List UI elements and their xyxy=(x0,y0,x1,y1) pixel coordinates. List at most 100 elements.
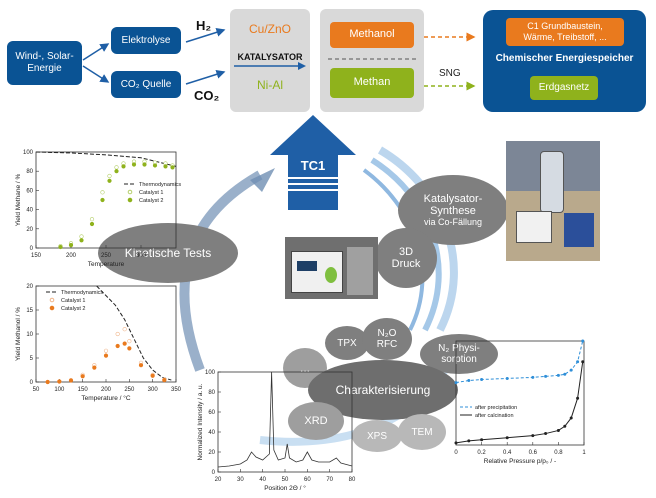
wind-solar-box: Wind-, Solar- Energie xyxy=(7,41,82,85)
legend-swatch xyxy=(49,297,55,303)
data-point xyxy=(89,217,95,222)
x-tick-label: 0.6 xyxy=(529,450,538,456)
katalysator-arrow xyxy=(234,62,306,70)
data-point xyxy=(170,165,175,170)
data-point xyxy=(163,164,168,169)
data-point xyxy=(79,238,84,243)
data-point xyxy=(114,169,119,174)
kinetische-tests-ellipse: Kinetische Tests xyxy=(98,223,238,283)
data-point xyxy=(80,374,85,379)
data-point xyxy=(581,339,585,343)
legend-label: Catalyst 2 xyxy=(61,306,85,312)
data-point xyxy=(569,416,573,420)
y-tick-label: 5 xyxy=(30,356,34,362)
x-tick-label: 200 xyxy=(101,387,112,393)
top-arrows xyxy=(82,27,476,91)
data-point xyxy=(89,221,95,227)
legend-label: Catalyst 2 xyxy=(139,198,163,204)
data-point xyxy=(107,173,112,179)
methan-box: Methan xyxy=(330,68,414,98)
tc1-arrow xyxy=(270,115,356,210)
data-point xyxy=(127,346,132,351)
data-point xyxy=(505,376,509,380)
legend-swatch xyxy=(127,189,133,195)
printer-panel xyxy=(297,261,317,271)
y-tick-label: 80 xyxy=(208,390,215,396)
series-line xyxy=(96,285,172,381)
synthese-line3: via Co-Fällung xyxy=(423,217,483,227)
data-point xyxy=(142,162,147,167)
erdgasnetz-box: Erdgasnetz xyxy=(530,76,598,100)
x-tick-label: 50 xyxy=(282,477,289,483)
x-tick-label: 250 xyxy=(101,253,112,259)
x-tick-label: 0 xyxy=(454,450,458,456)
x-tick-label: 0.2 xyxy=(477,450,486,456)
y-axis-label: Normalized Intensity / a. u. xyxy=(197,383,204,460)
x-axis-label: Position 2Θ / ° xyxy=(264,484,306,492)
elektrolyse-box: Elektrolyse xyxy=(111,27,181,54)
data-point xyxy=(556,428,560,432)
data-point xyxy=(58,244,63,250)
tem-ellipse: TEM xyxy=(398,414,446,450)
data-point xyxy=(138,363,144,368)
x-tick-label: 20 xyxy=(215,477,222,483)
lab-pump xyxy=(564,213,594,247)
x-tick-label: 300 xyxy=(136,253,147,259)
x-tick-label: 60 xyxy=(304,477,311,483)
legend-label: Catalyst 1 xyxy=(139,190,163,196)
legend-swatch xyxy=(49,305,55,311)
sng-label: SNG xyxy=(439,68,461,79)
tpx-ellipse: TPX xyxy=(325,326,369,360)
y-tick-label: 100 xyxy=(23,150,34,156)
methanol-box: Methanol xyxy=(330,22,414,48)
y-tick-label: 20 xyxy=(26,284,33,290)
data-point xyxy=(531,434,535,438)
legend-label: Catalyst 1 xyxy=(61,298,85,304)
plot-frame xyxy=(455,340,585,446)
x-axis-label: Temperature / °C xyxy=(81,394,131,402)
data-point xyxy=(563,372,567,376)
y-tick-label: 0 xyxy=(30,246,34,252)
synthese-line2: Synthese xyxy=(430,205,476,217)
data-point xyxy=(79,234,84,239)
data-point xyxy=(150,373,155,378)
data-point xyxy=(92,365,97,370)
data-point xyxy=(100,190,105,195)
data-point xyxy=(114,165,119,170)
data-point xyxy=(531,375,535,379)
legend-label: Thermodynamics xyxy=(139,182,181,188)
x-tick-label: 150 xyxy=(78,387,89,393)
series-line xyxy=(217,371,353,468)
y-tick-label: 0 xyxy=(212,470,216,476)
data-point xyxy=(576,396,580,400)
y-tick-label: 15 xyxy=(26,308,33,314)
data-point xyxy=(569,368,573,372)
data-point xyxy=(544,374,548,378)
y-tick-label: 20 xyxy=(26,227,33,233)
y-tick-label: 10 xyxy=(26,332,33,338)
data-point xyxy=(121,164,126,169)
xps-ellipse: XPS xyxy=(352,420,402,452)
y-axis-label: Yield Methane / % xyxy=(15,174,22,227)
tc1-label: TC1 xyxy=(300,158,326,173)
data-point xyxy=(563,424,567,428)
catalyst-box xyxy=(230,9,310,112)
series-line xyxy=(455,340,584,384)
data-point xyxy=(576,360,580,364)
data-point xyxy=(127,339,132,344)
y-axis-label: Volume Adsorbed / a. u. xyxy=(440,358,442,427)
data-point xyxy=(581,360,585,364)
x-tick-label: 150 xyxy=(31,253,42,259)
data-point xyxy=(152,163,158,168)
series-line xyxy=(35,151,177,167)
data-point xyxy=(103,353,109,358)
legend-label: after calcination xyxy=(475,413,514,419)
x-tick-label: 80 xyxy=(349,477,356,483)
lab-bath xyxy=(516,211,552,243)
data-point xyxy=(68,243,74,248)
co2-quelle-box: CO₂ Quelle xyxy=(111,71,181,98)
xrd-ellipse: XRD xyxy=(288,402,344,440)
y-tick-label: 40 xyxy=(208,430,215,436)
